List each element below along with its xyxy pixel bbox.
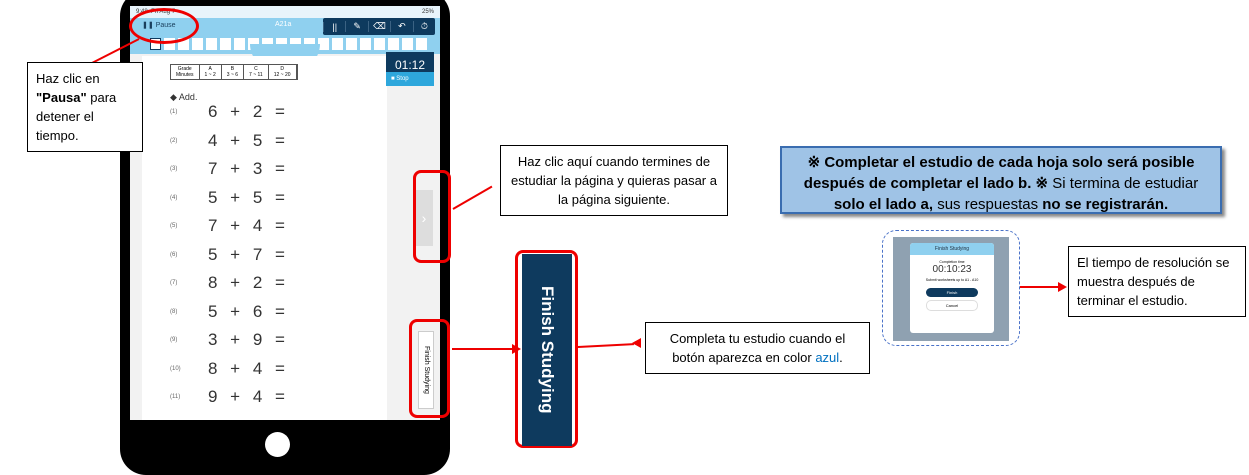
- problem-row[interactable]: (1) 6 + 2 =: [170, 102, 289, 122]
- problem-expression: 3 + 9 =: [208, 330, 289, 349]
- highlight-pause: [129, 8, 199, 44]
- problem-number: (9): [170, 337, 178, 343]
- arrow-line: [452, 185, 493, 210]
- finish-modal: Finish Studying Completion time 00:10:23…: [910, 243, 994, 333]
- undo-icon[interactable]: ↶: [390, 21, 412, 32]
- instruction: ◆ Add.: [170, 92, 198, 102]
- stopwatch-icon[interactable]: ⏱: [412, 21, 435, 32]
- problem-number: (10): [170, 365, 181, 372]
- problem-row[interactable]: (6) 5 + 7 =: [170, 245, 289, 265]
- page-thumb[interactable]: [332, 38, 343, 50]
- problem-row[interactable]: (4) 5 + 5 =: [170, 188, 289, 208]
- problem-number: (7): [170, 280, 178, 286]
- modal-sub: Submit worksheets up to A1 - A10: [925, 278, 979, 282]
- modal-backdrop: Finish Studying Completion time 00:10:23…: [893, 237, 1009, 341]
- problem-row[interactable]: (11) 9 + 4 =: [170, 387, 289, 407]
- problem-expression: 5 + 6 =: [208, 301, 289, 321]
- callout-time: El tiempo de resolución se muestra despu…: [1068, 246, 1246, 317]
- page-thumb[interactable]: [360, 38, 371, 50]
- timer-widget[interactable]: 01:12 ■ Stop: [386, 52, 434, 86]
- page-thumb[interactable]: [318, 38, 329, 50]
- modal-title: Finish Studying: [910, 243, 994, 255]
- arrow-head: [632, 338, 641, 348]
- arrow-head: [512, 344, 521, 354]
- worksheet: [142, 56, 387, 420]
- next-page-button[interactable]: ›: [415, 190, 433, 246]
- home-button[interactable]: [265, 432, 290, 457]
- completion-time: 00:10:23: [932, 264, 972, 275]
- problem-expression: 4 + 5 =: [208, 130, 289, 150]
- pencil-icon[interactable]: ✎: [345, 21, 367, 32]
- problem-number: (1): [170, 109, 178, 115]
- page-thumb[interactable]: [416, 38, 427, 50]
- page-thumb[interactable]: [206, 38, 217, 50]
- battery: 25%: [421, 9, 434, 15]
- sheet-title: A21a: [275, 21, 292, 28]
- problem-number: (11): [170, 394, 181, 400]
- problem-expression: 7 + 3 =: [208, 159, 289, 178]
- finish-studying-button-enlarged: Finish Studying: [522, 254, 572, 446]
- note-box: ※ Completar el estudio de cada hoja solo…: [780, 146, 1222, 214]
- finish-modal-preview: Finish Studying Completion time 00:10:23…: [882, 230, 1020, 346]
- callout-next: Haz clic aquí cuando termines de estudia…: [500, 145, 728, 216]
- problem-number: (2): [170, 137, 178, 144]
- page-thumb[interactable]: [178, 38, 189, 50]
- problem-expression: 5 + 5 =: [208, 187, 289, 207]
- problem-expression: 5 + 7 =: [208, 244, 289, 264]
- callout-pause: Haz clic en "Pausa" para detener el tiem…: [27, 62, 143, 152]
- problem-expression: 9 + 4 =: [208, 387, 289, 406]
- problem-number: (4): [170, 194, 178, 201]
- arrow-head: [1058, 282, 1067, 292]
- arrow-line: [1020, 286, 1060, 288]
- problem-row[interactable]: (5) 7 + 4 =: [170, 216, 289, 236]
- problem-expression: 7 + 4 =: [208, 216, 289, 235]
- problem-expression: 8 + 2 =: [208, 273, 289, 292]
- drag-handle-icon[interactable]: ||: [323, 21, 345, 32]
- timer-value: 01:12: [394, 58, 426, 72]
- problem-number: (3): [170, 166, 178, 172]
- highlight-next: [413, 170, 451, 263]
- arrow-line: [577, 343, 634, 348]
- problem-row[interactable]: (3) 7 + 3 =: [170, 159, 289, 179]
- problem-row[interactable]: (10) 8 + 4 =: [170, 359, 289, 379]
- problem-number: (8): [170, 308, 178, 315]
- problem-row[interactable]: (8) 5 + 6 =: [170, 302, 289, 322]
- modal-label: Completion time: [939, 260, 965, 264]
- page-thumb[interactable]: [346, 38, 357, 50]
- page-thumb[interactable]: [388, 38, 399, 50]
- toolbar: || ✎ ⌫ ↶ ⏱: [323, 18, 435, 35]
- problem-expression: 8 + 4 =: [208, 358, 289, 378]
- page-thumb[interactable]: [164, 38, 175, 50]
- finish-studying-button[interactable]: Finish Studying: [418, 331, 434, 409]
- arrow-line: [452, 348, 514, 350]
- page-thumb[interactable]: [402, 38, 413, 50]
- problem-number: (6): [170, 251, 178, 258]
- problem-number: (5): [170, 223, 178, 229]
- page-thumb[interactable]: [374, 38, 385, 50]
- page-thumb[interactable]: [220, 38, 231, 50]
- problem-row[interactable]: (2) 4 + 5 =: [170, 131, 289, 151]
- page-thumbnails: [150, 38, 427, 50]
- modal-finish-button[interactable]: Finish: [926, 288, 978, 297]
- stop-button[interactable]: ■ Stop: [386, 72, 434, 86]
- problem-row[interactable]: (9) 3 + 9 =: [170, 330, 289, 350]
- highlight-finish: [409, 319, 450, 418]
- modal-cancel-button[interactable]: Cancel: [926, 300, 978, 311]
- problem-row[interactable]: (7) 8 + 2 =: [170, 273, 289, 293]
- problem-expression: 6 + 2 =: [208, 102, 289, 121]
- page-thumb[interactable]: [234, 38, 245, 50]
- page-thumb[interactable]: [192, 38, 203, 50]
- callout-finish: Completa tu estudio cuando el botón apar…: [645, 322, 870, 374]
- eraser-icon[interactable]: ⌫: [367, 21, 390, 32]
